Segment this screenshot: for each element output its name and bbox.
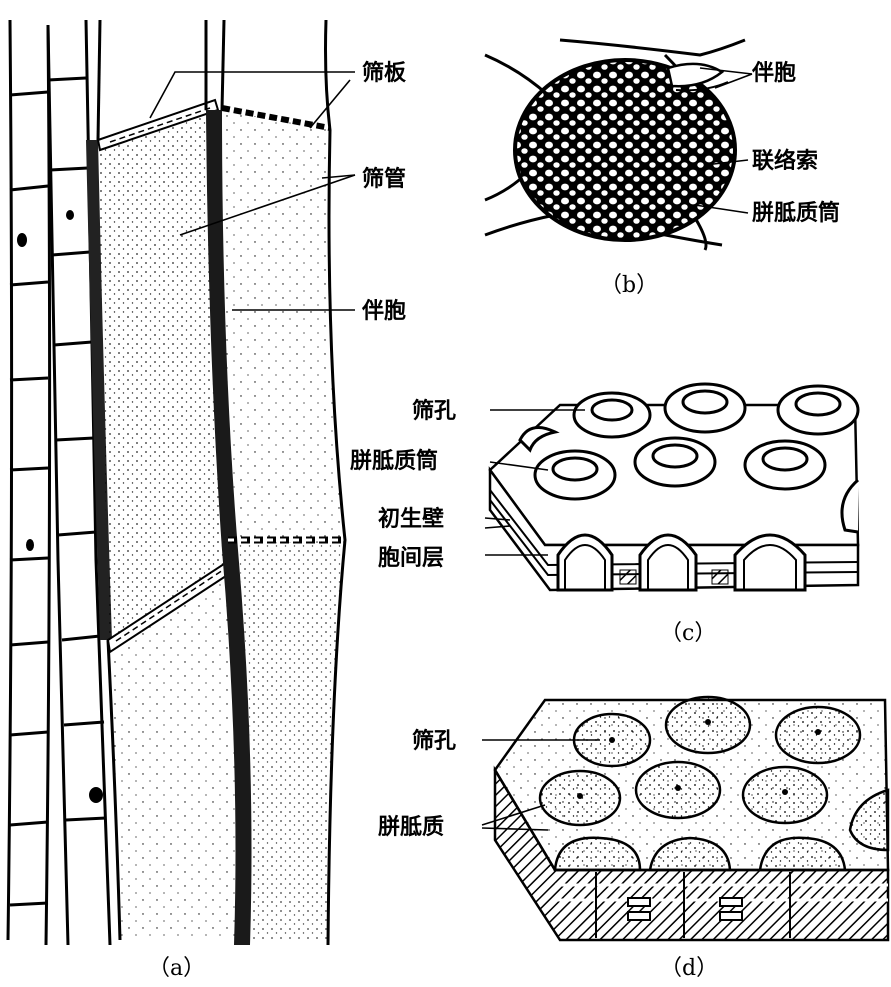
caption-c: （c）	[660, 621, 716, 646]
front-cut-pores	[556, 533, 807, 592]
label-sieve-pore-d: 筛孔	[412, 728, 456, 754]
panel-a-leaders	[149, 71, 356, 311]
label-middle-lamella: 胞间层	[378, 545, 444, 571]
sieve-tube-1-region	[98, 100, 230, 640]
panel-b-leaders	[694, 67, 753, 214]
panel-b-cross-section: 伴胞 联络索 胼胝质筒 （b）	[484, 38, 840, 298]
caption-a: （a）	[148, 956, 205, 981]
panel-c-leaders	[484, 409, 585, 556]
label-callose-d: 胼胝质	[378, 814, 444, 840]
sieve-plate-cross-section	[513, 58, 737, 242]
panel-a-longitudinal-section: 筛板 筛管 伴胞 （a）	[6, 19, 407, 981]
companion-cell-center	[206, 110, 252, 945]
sieve-tube-2-lower	[238, 540, 345, 940]
caption-b: （b）	[600, 273, 658, 298]
label-callose-cylinder-c: 胼胝质筒	[350, 448, 438, 474]
panel-d-callose-plate-3d: 筛孔 胼胝质 （d）	[378, 695, 890, 981]
label-companion-cell-b: 伴胞	[751, 60, 796, 86]
label-sieve-tube: 筛管	[362, 166, 406, 192]
label-companion-cell-a: 伴胞	[361, 298, 406, 324]
label-sieve-plate: 筛板	[362, 60, 407, 86]
callose-rings-c	[518, 382, 860, 534]
panel-d-leaders	[481, 739, 600, 831]
callose-mounds-d	[538, 695, 890, 872]
label-sieve-pore-c: 筛孔	[412, 398, 456, 424]
pore-dots-d	[577, 719, 821, 799]
companion-cell-left	[86, 140, 112, 640]
companion-cells-b	[666, 62, 725, 88]
sieve-tube-1-lower	[108, 560, 238, 940]
parenchyma-column-outer	[6, 19, 52, 946]
sieve-tube-2-region	[222, 110, 345, 545]
caption-d: （d）	[660, 956, 718, 981]
label-callose-cylinder-b: 胼胝质筒	[752, 200, 840, 226]
label-primary-wall: 初生壁	[378, 506, 444, 532]
parenchyma-nuclei	[17, 210, 103, 803]
panel-c-sieve-plate-3d: 筛孔 胼胝质筒 初生壁 胞间层 （c）	[350, 382, 860, 646]
label-connecting-strand: 联络索	[752, 148, 818, 174]
